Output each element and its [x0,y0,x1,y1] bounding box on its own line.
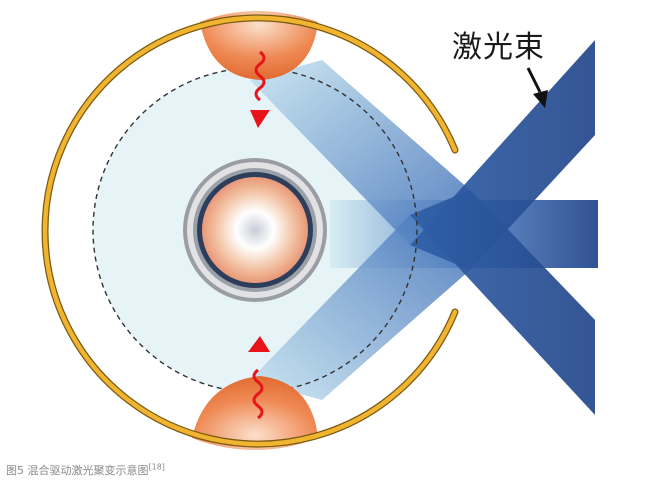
laser-beams [250,40,598,415]
beam-lower-inner [250,215,470,400]
xray-wave-bottom [252,368,264,420]
cap-spot-bottom [192,376,318,450]
caption-reference: [18] [148,462,165,472]
label-pointer-arrow [526,67,548,108]
xray-arrow-top [250,110,270,128]
figure-caption: 图5 混合驱动激光聚变示意图[18] [6,462,165,478]
laser-beam-label: 激光束 [452,30,545,65]
fuel-capsule [183,158,327,302]
cap-spots [192,11,318,450]
hohlraum-ring [41,14,459,448]
caption-text: 图5 混合驱动激光聚变示意图 [6,464,149,477]
beam-lower-outer [410,190,595,415]
xray-waves [248,50,270,420]
cap-spot-top [200,11,318,80]
xray-arrow-bottom [248,336,270,352]
beam-upper-inner [250,60,470,245]
xray-wave-top [254,50,266,102]
